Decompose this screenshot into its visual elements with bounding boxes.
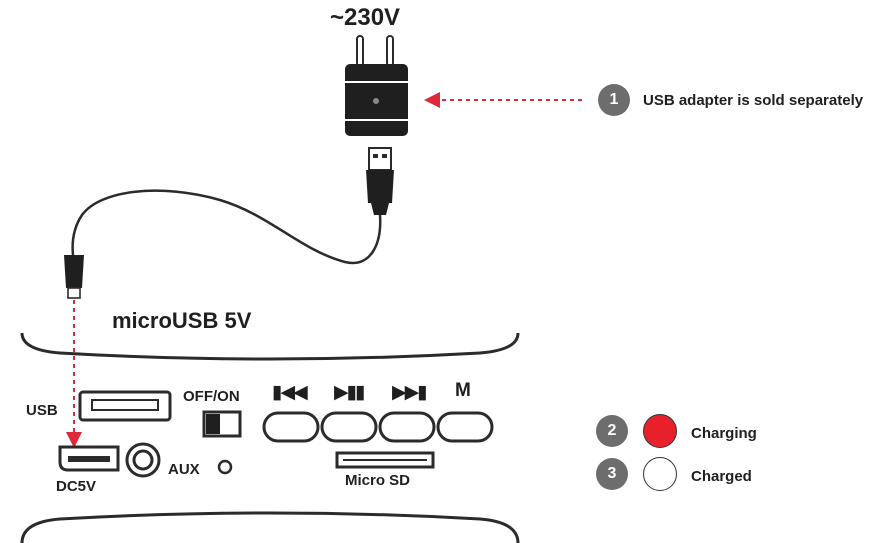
usb-label: USB bbox=[26, 402, 58, 419]
note-1-badge: 1 bbox=[598, 84, 630, 116]
micro-usb-plug bbox=[64, 255, 84, 299]
micro-sd-slot bbox=[335, 451, 435, 469]
mode-button-shape bbox=[436, 411, 494, 443]
note-2-badge: 2 bbox=[596, 415, 628, 447]
usb-a-plug bbox=[366, 147, 394, 215]
note-3-text: Charged bbox=[691, 468, 752, 485]
micro-sd-label: Micro SD bbox=[345, 472, 411, 489]
note-2-text: Charging bbox=[691, 425, 757, 442]
panel-top-edge bbox=[20, 332, 520, 361]
prev-button-shape bbox=[262, 411, 320, 443]
play-button-shape bbox=[320, 411, 378, 443]
usb-port bbox=[78, 390, 172, 422]
play-pause-icon: ▶▮▮ bbox=[334, 382, 366, 403]
connector-label: microUSB 5V bbox=[112, 308, 252, 333]
switch-label: OFF/ON bbox=[183, 388, 240, 405]
next-track-icon: ▶▶▮ bbox=[392, 382, 428, 403]
power-switch bbox=[202, 410, 242, 438]
adapter-prong-left bbox=[356, 35, 364, 67]
previous-track-icon: ▮◀◀ bbox=[272, 382, 308, 403]
dc5v-port bbox=[58, 445, 120, 472]
aux-indicator bbox=[217, 459, 233, 475]
note-3-badge: 3 bbox=[596, 458, 628, 490]
note-1-text: USB adapter is sold separately bbox=[643, 92, 864, 109]
aux-jack bbox=[125, 442, 161, 478]
next-button-shape bbox=[378, 411, 436, 443]
charged-led bbox=[643, 457, 677, 491]
usb-cable bbox=[71, 189, 382, 265]
adapter-prong-right bbox=[386, 35, 394, 67]
charging-led bbox=[643, 414, 677, 448]
panel-bottom-edge bbox=[20, 511, 520, 543]
dc5v-label: DC5V bbox=[56, 478, 97, 495]
adapter-voltage: ~230V bbox=[330, 4, 401, 31]
mode-label: M bbox=[455, 380, 471, 401]
usb-wall-adapter bbox=[345, 35, 408, 136]
aux-label: AUX bbox=[168, 461, 200, 478]
